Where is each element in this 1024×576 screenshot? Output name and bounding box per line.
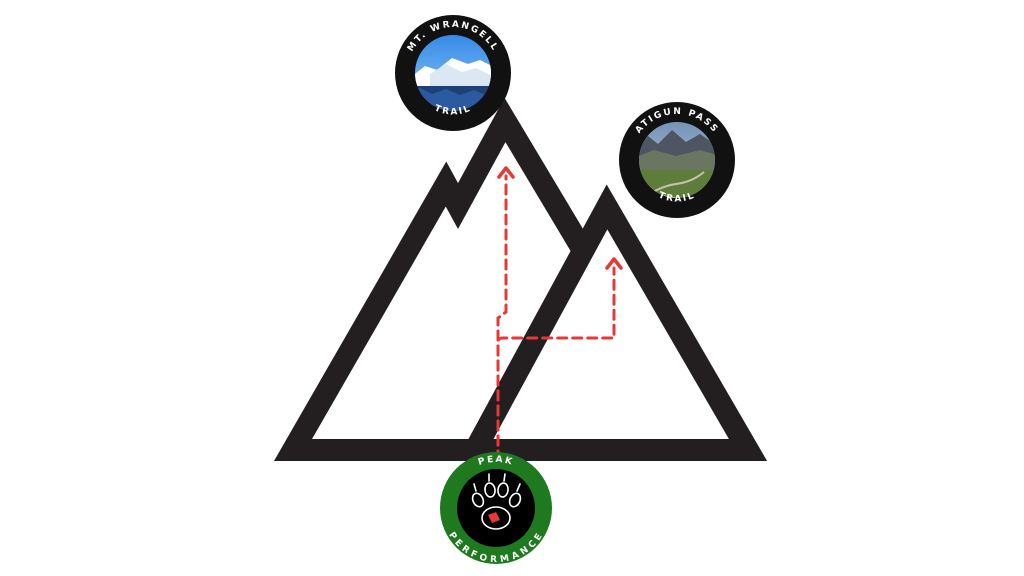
paw-print-icon [471, 473, 522, 530]
arrow-to-wrangell-icon [497, 166, 515, 179]
trail-arrowheads [497, 166, 623, 270]
wrangell-photo [415, 35, 491, 111]
wrangell-trail-badge[interactable]: MT. WRANGELL TRAIL [395, 15, 511, 131]
trail-to-atigun [496, 266, 616, 462]
trail-to-wrangell [496, 174, 508, 462]
arrow-to-atigun-icon [605, 257, 623, 270]
peak-logo-background [457, 469, 535, 547]
right-mountain [456, 184, 768, 461]
wrangell-bottom-label: TRAIL [433, 104, 473, 118]
atigun-photo [639, 122, 715, 198]
atigun-bottom-label: TRAIL [657, 191, 697, 205]
trail-paths [496, 174, 616, 462]
paw-accent-icon [488, 512, 500, 523]
peak-performance-badge[interactable]: PEAK PERFORMANCE [440, 452, 552, 565]
mountain-range [273, 97, 768, 461]
atigun-trail-badge[interactable]: ATIGUN PASS TRAIL [619, 102, 735, 218]
